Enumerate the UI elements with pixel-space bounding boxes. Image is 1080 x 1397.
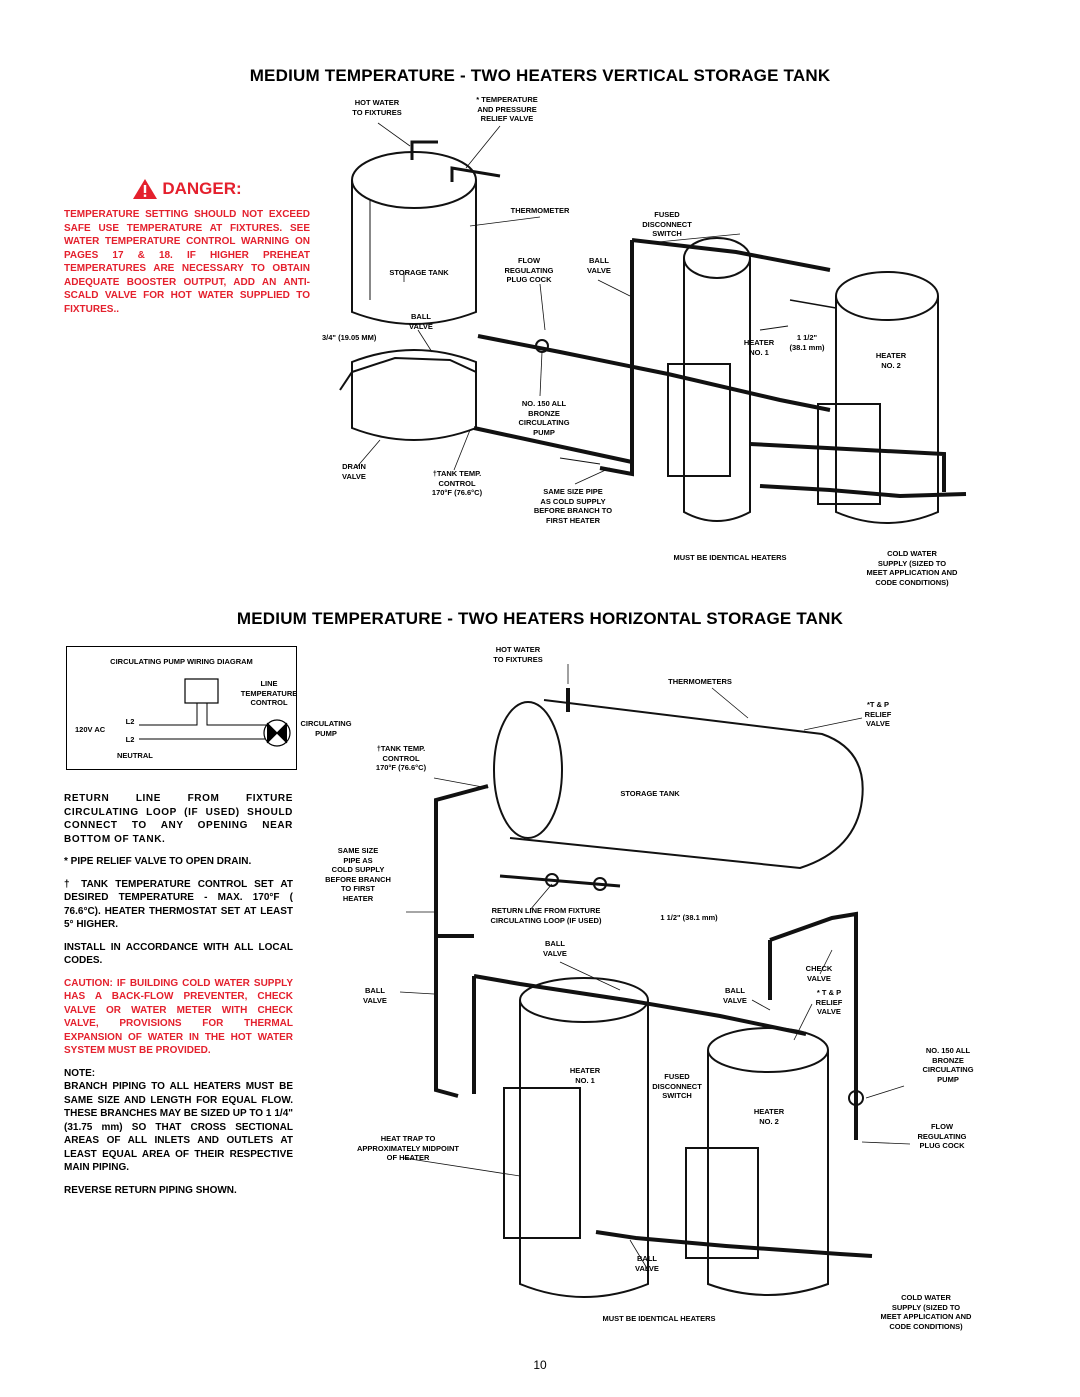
label-identical-heaters: MUST BE IDENTICAL HEATERS: [673, 553, 787, 562]
label-b-identical-heaters: MUST BE IDENTICAL HEATERS: [602, 1314, 716, 1323]
label-ball-valve-2: BALL VALVE: [409, 312, 433, 331]
label-b-check-valve: CHECK VALVE: [805, 964, 833, 983]
label-b-thermometers: THERMOMETERS: [668, 677, 732, 686]
top-recirc-basin: [339, 349, 477, 441]
label-b-same-size: SAME SIZE PIPE AS COLD SUPPLY BEFORE BRA…: [325, 846, 391, 903]
label-b-fused-switch: FUSED DISCONNECT SWITCH: [652, 1072, 702, 1100]
bottom-heater-1: [503, 977, 649, 1298]
label-hot-water: HOT WATER TO FIXTURES: [352, 98, 402, 117]
label-b-pump: NO. 150 ALL BRONZE CIRCULATING PUMP: [922, 1046, 974, 1084]
label-thermometer: THERMOMETER: [510, 206, 570, 215]
wiring-line-control: LINE TEMPERATURE CONTROL: [240, 679, 298, 707]
wiring-schematic: [139, 678, 291, 747]
label-pipe-1-1-2: 1 1/2" (38.1 mm): [789, 333, 825, 352]
label-fused-switch: FUSED DISCONNECT SWITCH: [642, 210, 692, 238]
label-b-return-line: RETURN LINE FROM FIXTURE CIRCULATING LOO…: [490, 906, 602, 925]
note-tank-control: † TANK TEMPERATURE CONTROL SET AT DESIRE…: [64, 878, 293, 931]
label-ball-valve-1: BALL VALVE: [587, 256, 611, 275]
label-flow-plug: FLOW REGULATING PLUG COCK: [504, 256, 554, 284]
note-heading: NOTE:: [64, 1067, 96, 1079]
wiring-pump: CIRCULATING PUMP: [300, 719, 352, 738]
warning-triangle-icon: [133, 179, 158, 199]
label-b-heater-1: HEATER NO. 1: [569, 1066, 601, 1085]
label-tank-temp: †TANK TEMP. CONTROL 170°F (76.6°C): [431, 469, 483, 497]
bottom-section-title: MEDIUM TEMPERATURE - TWO HEATERS HORIZON…: [236, 609, 844, 628]
bottom-heater-2: [685, 1027, 829, 1296]
label-b-tp-relief: *T & P RELIEF VALVE: [864, 700, 892, 728]
wiring-l2-top: L2: [125, 717, 135, 726]
label-b-tank-temp: †TANK TEMP. CONTROL 170°F (76.6°C): [375, 744, 427, 772]
label-b-ball-valve-b: BALL VALVE: [363, 986, 387, 1005]
wiring-l2-bottom: L2: [125, 735, 135, 744]
label-b-ball-valve-a: BALL VALVE: [543, 939, 567, 958]
label-storage-tank: STORAGE TANK: [389, 268, 449, 277]
wiring-title: CIRCULATING PUMP WIRING DIAGRAM: [110, 657, 253, 666]
wiring-neutral: NEUTRAL: [117, 751, 153, 760]
label-b-ball-valve-c: BALL VALVE: [723, 986, 747, 1005]
label-b-flow-plug: FLOW REGULATING PLUG COCK: [917, 1122, 967, 1150]
danger-text: TEMPERATURE SETTING SHOULD NOT EXCEED SA…: [64, 209, 310, 315]
danger-warning: DANGER: TEMPERATURE SETTING SHOULD NOT E…: [64, 178, 310, 316]
note-branch-piping: BRANCH PIPING TO ALL HEATERS MUST BE SAM…: [64, 1081, 293, 1173]
label-b-ball-valve-d: BALL VALVE: [635, 1254, 659, 1273]
top-section-title: MEDIUM TEMPERATURE - TWO HEATERS VERTICA…: [249, 66, 831, 85]
note-return-line: RETURN LINE FROM FIXTURE CIRCULATING LOO…: [64, 793, 293, 845]
top-heater-1: [667, 237, 751, 522]
label-same-size: SAME SIZE PIPE AS COLD SUPPLY BEFORE BRA…: [533, 487, 613, 525]
note-caution: CAUTION: IF BUILDING COLD WATER SUPPLY H…: [64, 977, 293, 1057]
label-b-heat-trap: HEAT TRAP TO APPROXIMATELY MIDPOINT OF H…: [357, 1134, 459, 1162]
page-number: 10: [533, 1358, 547, 1372]
note-pipe-relief: * PIPE RELIEF VALVE TO OPEN DRAIN.: [64, 856, 252, 867]
installation-notes: RETURN LINE FROM FIXTURE CIRCULATING LOO…: [64, 792, 293, 1206]
label-b-storage-tank: STORAGE TANK: [620, 789, 680, 798]
danger-heading: DANGER:: [64, 178, 310, 200]
top-storage-tank: [351, 151, 477, 325]
wiring-diagram: CIRCULATING PUMP WIRING DIAGRAM LINE TEM…: [66, 646, 352, 770]
label-pump: NO. 150 ALL BRONZE CIRCULATING PUMP: [518, 399, 570, 437]
note-install: INSTALL IN ACCORDANCE WITH ALL LOCAL COD…: [64, 941, 293, 967]
danger-heading-text: DANGER:: [162, 179, 242, 198]
label-cold-water: COLD WATER SUPPLY (SIZED TO MEET APPLICA…: [866, 549, 958, 587]
top-heater-2: [817, 271, 939, 524]
bottom-storage-tank: [493, 699, 864, 870]
label-b-heater-2: HEATER NO. 2: [753, 1107, 785, 1126]
label-b-tp-relief-2: * T & P RELIEF VALVE: [815, 988, 843, 1016]
label-pipe-3-4: 3/4" (19.05 MM): [322, 333, 377, 342]
wiring-voltage: 120V AC: [75, 725, 106, 734]
label-b-cold-water: COLD WATER SUPPLY (SIZED TO MEET APPLICA…: [880, 1293, 972, 1331]
label-heater-2: HEATER NO. 2: [875, 351, 907, 370]
label-b-pipe-1-1-2: 1 1/2" (38.1 mm): [660, 913, 718, 922]
label-drain-valve: DRAIN VALVE: [342, 462, 366, 481]
label-heater-1: HEATER NO. 1: [743, 338, 775, 357]
note-reverse: REVERSE RETURN PIPING SHOWN.: [64, 1184, 237, 1196]
label-b-hot-water: HOT WATER TO FIXTURES: [493, 645, 543, 664]
label-tp-relief: * TEMPERATURE AND PRESSURE RELIEF VALVE: [476, 95, 538, 123]
